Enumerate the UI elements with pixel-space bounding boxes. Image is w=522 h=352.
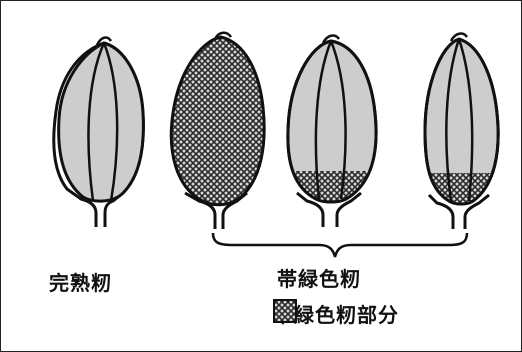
ripe-grain-label: 完熟籾: [49, 267, 112, 296]
ripe-grain: [54, 38, 144, 227]
partially-green-grain-1: [281, 36, 381, 227]
legend: 帯緑色籾部分: [273, 299, 399, 328]
crosshatch-swatch-icon: [273, 299, 297, 323]
group-brace: [213, 233, 467, 257]
partially-green-grain-2: [416, 34, 516, 229]
fully-green-grain: [171, 33, 264, 229]
green-grain-label: 帯緑色籾: [277, 263, 361, 292]
